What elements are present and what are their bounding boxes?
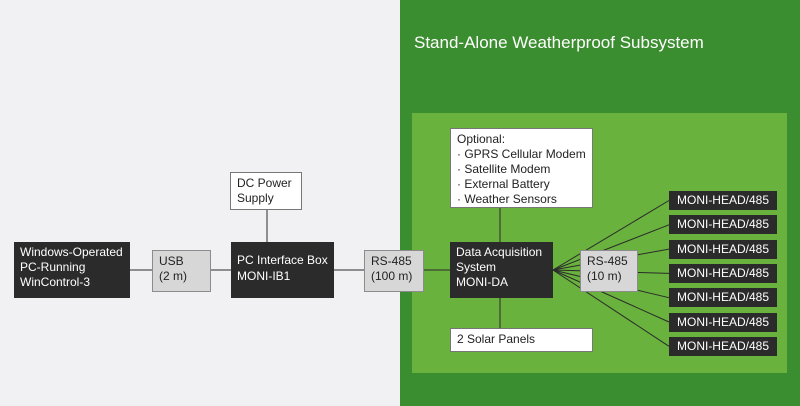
line-daq-head-1 — [552, 200, 670, 271]
dc-power-box: DC Power Supply — [230, 172, 302, 210]
moni-head-3: MONI-HEAD/485 — [669, 239, 777, 259]
line-daq-head-2 — [552, 224, 670, 271]
moni-head-1: MONI-HEAD/485 — [669, 191, 777, 210]
subsystem-title: Stand-Alone Weatherproof Subsystem — [414, 33, 704, 52]
moni-head-4: MONI-HEAD/485 — [669, 263, 777, 283]
usb-link-box: USB (2 m) — [152, 250, 211, 292]
moni-head-7: MONI-HEAD/485 — [669, 336, 777, 356]
line-daq-head-7 — [552, 269, 670, 347]
local-area-panel — [0, 0, 400, 406]
moni-head-6: MONI-HEAD/485 — [669, 312, 777, 332]
moni-head-5: MONI-HEAD/485 — [669, 288, 777, 308]
optional-devices-box: Optional: · GPRS Cellular Modem · Satell… — [450, 128, 593, 208]
data-acquisition-box: Data Acquisition System MONI-DA — [450, 242, 553, 298]
windows-pc-box: Windows-Operated PC-Running WinControl-3 — [14, 242, 130, 298]
solar-panels-box: 2 Solar Panels — [450, 328, 593, 352]
moni-head-2: MONI-HEAD/485 — [669, 215, 777, 235]
line-daq-head-6 — [552, 269, 670, 323]
interface-box: PC Interface Box MONI-IB1 — [231, 242, 334, 298]
rs485-10m-box: RS-485 (10 m) — [580, 250, 638, 292]
rs485-100m-box: RS-485 (100 m) — [364, 250, 424, 292]
